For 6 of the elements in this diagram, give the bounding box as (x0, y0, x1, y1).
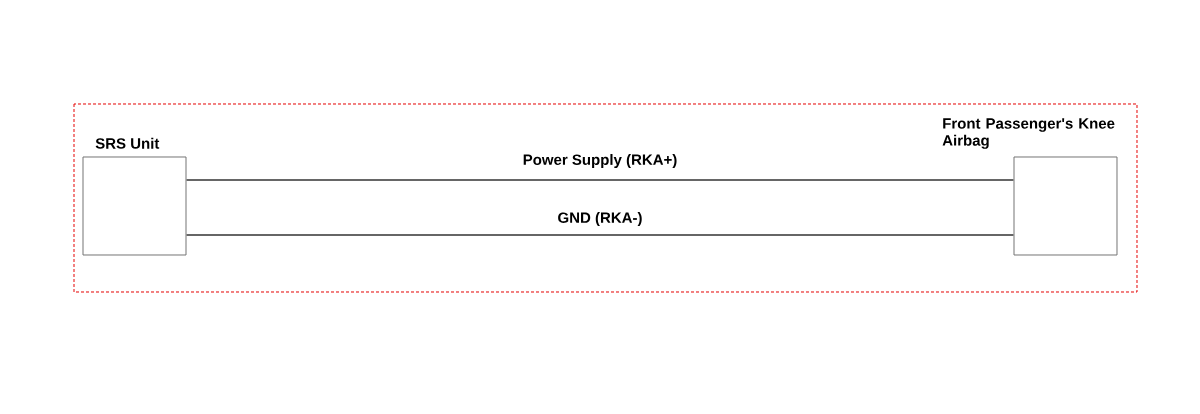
wire (185, 179, 1015, 181)
wire-label: GND (RKA-) (556, 211, 644, 227)
wire (185, 234, 1015, 236)
component-label: Front Passenger's Knee Airbag (942, 118, 1115, 149)
component-label: SRS Unit (95, 137, 160, 149)
wire-label: Power Supply (RKA+) (521, 153, 679, 169)
